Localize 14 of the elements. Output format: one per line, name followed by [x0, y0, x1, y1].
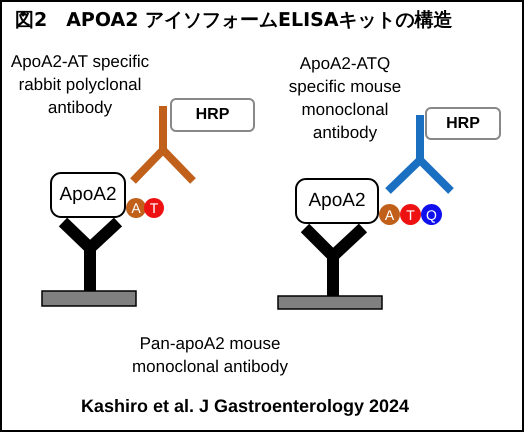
- residue-circle: T: [400, 204, 421, 225]
- antigen-box: ApoA2: [50, 172, 126, 218]
- caption: Kashiro et al. J Gastroenterology 2024: [80, 396, 410, 417]
- antibody-label: ApoA2-ATQ specific mouse monoclonal antibody: [288, 53, 402, 144]
- antibody-label: Pan-apoA2 mouse monoclonal antibody: [131, 333, 289, 378]
- enzyme-label-box: HRP: [170, 98, 255, 132]
- title: 図2 APOA2 アイソフォームELISAキットの構造: [15, 8, 454, 33]
- antigen-box: ApoA2: [295, 178, 379, 224]
- residue-circle: T: [144, 198, 164, 218]
- residue-circle: A: [379, 204, 400, 225]
- antibody-label: ApoA2-AT specific rabbit polyclonal antibody: [10, 51, 150, 119]
- enzyme-label-box: HRP: [425, 107, 501, 140]
- residue-circle: A: [126, 198, 146, 218]
- residue-circle: Q: [421, 204, 442, 225]
